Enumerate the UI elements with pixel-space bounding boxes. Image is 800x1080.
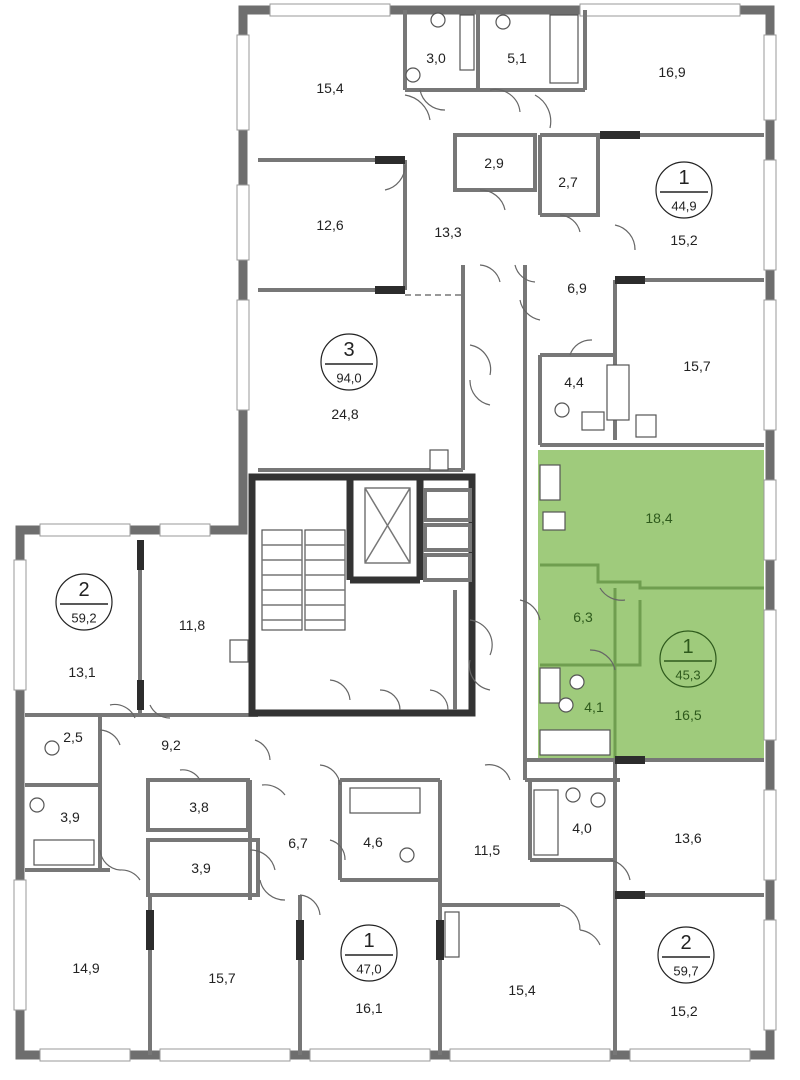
apartment-area: 59,2 <box>71 611 96 626</box>
doors <box>99 88 636 946</box>
room-area-label: 6,7 <box>288 835 308 851</box>
outer-walls <box>15 5 775 1060</box>
stairwell-core <box>248 473 476 717</box>
room-area-label: 14,9 <box>72 960 99 976</box>
wall-stubs <box>137 131 645 960</box>
room-area-label: 5,1 <box>507 50 527 66</box>
room-area-label: 2,5 <box>63 729 83 745</box>
apartment-badge: 1 44,9 <box>655 161 713 219</box>
room-labels: 15,4 3,0 5,1 16,9 2,9 2,7 12,6 13,3 15,2… <box>60 50 711 1019</box>
apartment-badge: 3 94,0 <box>320 333 378 391</box>
room-area-label: 4,6 <box>363 834 383 850</box>
apartment-rooms: 1 <box>682 636 693 658</box>
room-area-label: 16,1 <box>355 1000 382 1016</box>
room-area-label: 6,3 <box>573 609 593 625</box>
apartment-badge: 2 59,2 <box>55 573 113 631</box>
room-area-label: 16,5 <box>674 707 701 723</box>
apartment-rooms: 3 <box>343 339 354 361</box>
room-area-label: 15,2 <box>670 232 697 248</box>
apartment-area: 59,7 <box>673 964 698 979</box>
room-area-label: 6,9 <box>567 280 587 296</box>
room-area-label: 13,1 <box>68 664 95 680</box>
apartment-badge: 1 47,0 <box>340 924 398 982</box>
apartment-rooms: 2 <box>680 932 691 954</box>
apartment-badges: 1 44,9 3 94,0 2 59,2 1 45,3 1 47,0 <box>55 161 717 984</box>
room-area-label: 15,4 <box>508 982 535 998</box>
room-area-label: 13,6 <box>674 830 701 846</box>
room-area-label: 15,7 <box>208 970 235 986</box>
room-area-label: 4,0 <box>572 820 592 836</box>
room-area-label: 3,8 <box>189 799 209 815</box>
apartment-rooms: 2 <box>78 579 89 601</box>
room-area-label: 2,9 <box>484 155 504 171</box>
apartment-badge: 1 45,3 <box>659 630 717 688</box>
apartment-badge: 2 59,7 <box>657 926 715 984</box>
room-area-label: 4,1 <box>584 699 604 715</box>
room-area-label: 12,6 <box>316 217 343 233</box>
apartment-area: 94,0 <box>336 371 361 386</box>
highlighted-apartment[interactable] <box>538 450 764 762</box>
bath-fixtures <box>29 12 657 958</box>
room-area-label: 24,8 <box>331 406 358 422</box>
windows <box>13 3 777 1062</box>
apartment-area: 45,3 <box>675 668 700 683</box>
room-area-label: 15,2 <box>670 1003 697 1019</box>
room-area-label: 15,4 <box>316 80 343 96</box>
room-area-label: 9,2 <box>161 737 181 753</box>
room-area-label: 11,5 <box>474 842 500 858</box>
apartment-area: 44,9 <box>671 199 696 214</box>
room-area-label: 15,7 <box>683 358 710 374</box>
room-area-label: 16,9 <box>658 64 685 80</box>
room-area-label: 3,9 <box>191 860 211 876</box>
room-area-label: 2,7 <box>558 174 578 190</box>
room-area-label: 3,9 <box>60 809 80 825</box>
room-area-label: 11,8 <box>179 617 205 633</box>
room-area-label: 18,4 <box>645 510 672 526</box>
apartment-rooms: 1 <box>363 930 374 952</box>
room-area-label: 13,3 <box>434 224 461 240</box>
interior-walls <box>25 10 764 1055</box>
room-area-label: 3,0 <box>426 50 446 66</box>
room-area-label: 4,4 <box>564 374 584 390</box>
stair-steps <box>261 529 346 631</box>
apartment-rooms: 1 <box>678 167 689 189</box>
apartment-area: 47,0 <box>356 962 381 977</box>
